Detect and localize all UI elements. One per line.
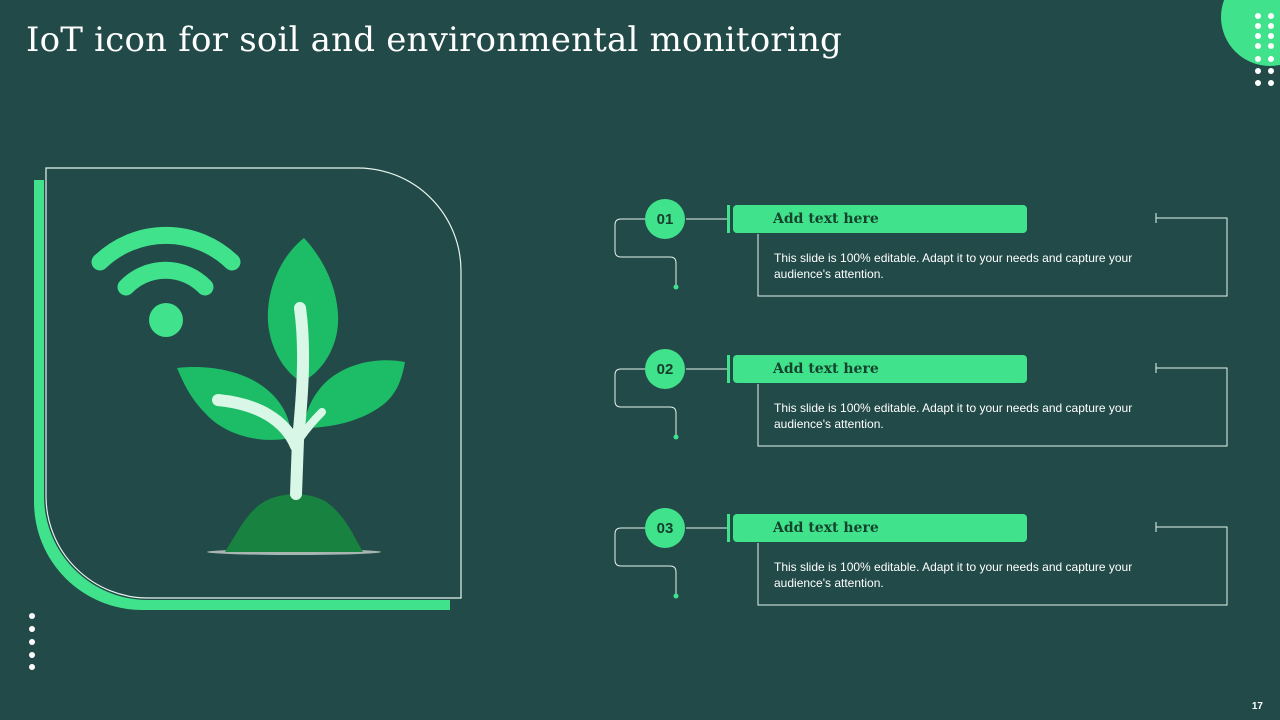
step-number-badge: 02 xyxy=(645,349,685,389)
step-heading[interactable]: Add text here xyxy=(733,514,1027,542)
step-connectors xyxy=(614,213,1228,606)
plant-icon xyxy=(177,238,405,555)
step-heading[interactable]: Add text here xyxy=(733,205,1027,233)
step-number-badge: 03 xyxy=(645,508,685,548)
step-description: This slide is 100% editable. Adapt it to… xyxy=(774,401,1133,431)
slide-title: IoT icon for soil and environmental moni… xyxy=(26,20,843,60)
wifi-icon xyxy=(91,226,241,337)
step-description: This slide is 100% editable. Adapt it to… xyxy=(774,560,1133,590)
step-description: This slide is 100% editable. Adapt it to… xyxy=(774,251,1133,281)
step-heading[interactable]: Add text here xyxy=(733,355,1027,383)
page-number: 17 xyxy=(1251,701,1263,712)
step-number-badge: 01 xyxy=(645,199,685,239)
panel-outline xyxy=(45,167,462,599)
connector-endpoints xyxy=(673,205,730,599)
